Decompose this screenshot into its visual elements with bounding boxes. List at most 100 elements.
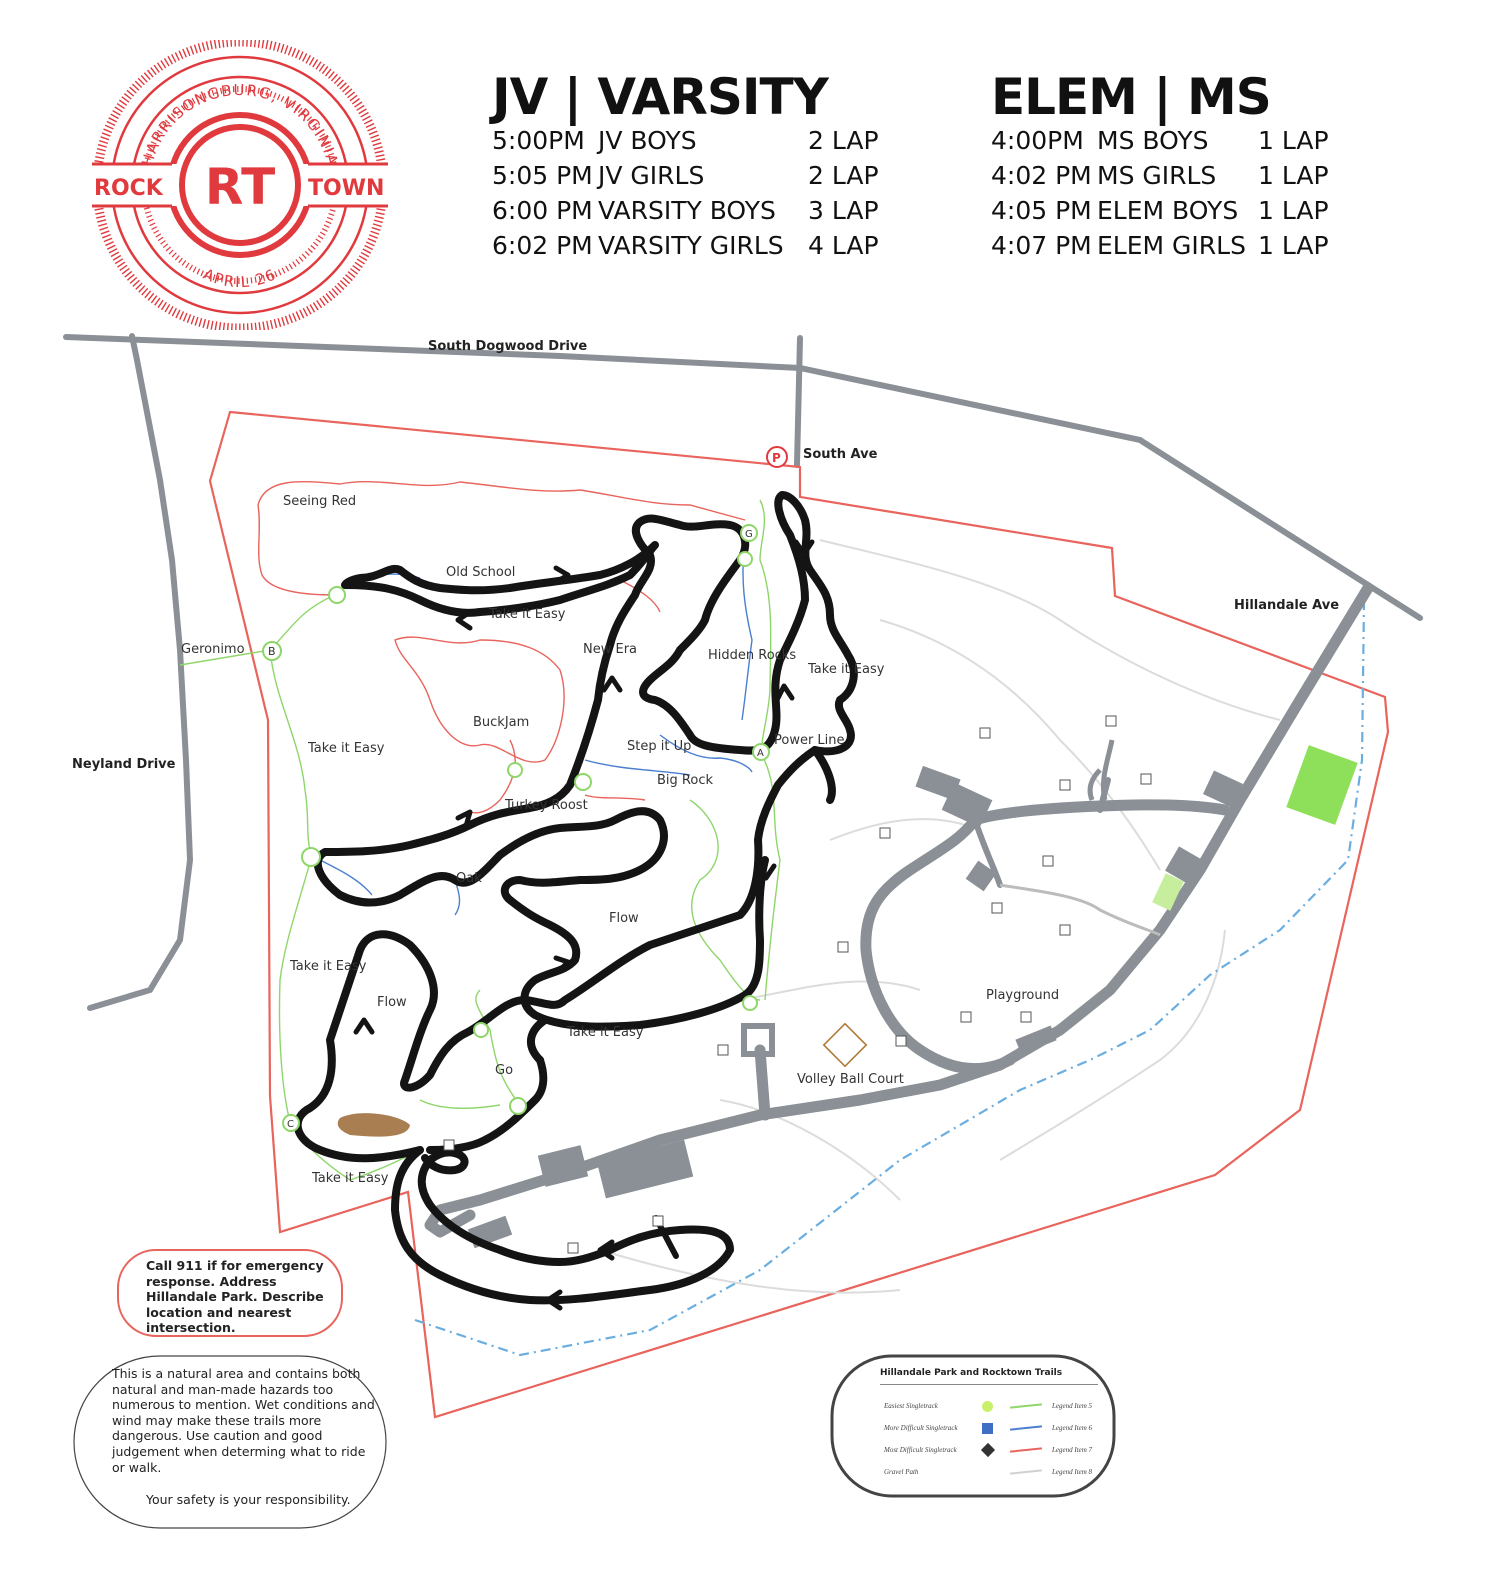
stream	[414, 599, 1366, 1357]
marker-g: G	[745, 529, 753, 540]
legend-label: More Difficult Singletrack	[884, 1424, 958, 1432]
row-group: VARSITY BOYS	[598, 196, 776, 225]
legend-row: Easiest Singletrack Legend Item 5	[884, 1400, 1114, 1414]
label-take-it-easy-right: Take it Easy	[807, 662, 885, 677]
label-take-it-easy-top: Take it Easy	[488, 607, 566, 622]
marker-b: B	[268, 645, 276, 658]
row-time: 4:05 PM	[991, 196, 1092, 225]
legend-line-label: Legend Item 5	[1052, 1402, 1093, 1410]
green-line-icon	[1009, 1403, 1043, 1409]
label-turkey-roost: Turkey Roost	[504, 798, 588, 813]
race-course	[293, 491, 858, 1305]
roads	[63, 333, 1423, 1011]
schedule-elem-ms-title: ELEM | MS	[991, 68, 1272, 126]
square-icon	[982, 1423, 993, 1434]
marker-letters: B G A C	[268, 529, 764, 1130]
label-hidden-rocks: Hidden Rocks	[708, 648, 796, 663]
label-take-it-easy-left: Take it Easy	[307, 741, 385, 756]
logo-left-word: ROCK	[94, 176, 164, 201]
row-group: VARSITY GIRLS	[598, 231, 784, 260]
row-group: JV BOYS	[598, 126, 697, 155]
diamond-icon	[980, 1442, 996, 1458]
label-flow-mid: Flow	[609, 911, 639, 926]
start-area	[337, 1113, 410, 1137]
row-time: 4:00PM	[991, 126, 1084, 155]
blue-line-icon	[1009, 1425, 1043, 1431]
legend-label: Gravel Path	[884, 1468, 919, 1476]
logo-arc-bottom: APRIL 26	[201, 265, 280, 291]
label-old-school: Old School	[446, 565, 515, 580]
label-south-ave: South Ave	[803, 447, 878, 462]
ball-field	[1286, 745, 1358, 825]
row-group: ELEM GIRLS	[1097, 231, 1246, 260]
restroom-square	[741, 1023, 775, 1057]
park-boundary	[208, 410, 1390, 1419]
gravel-paths	[599, 539, 1281, 1294]
emergency-box	[117, 1249, 343, 1337]
row-group: MS BOYS	[1097, 126, 1209, 155]
volley-ball-court-shape	[822, 1022, 868, 1068]
row-time: 6:00 PM	[492, 196, 593, 225]
legend-title: Hillandale Park and Rocktown Trails	[880, 1368, 1063, 1378]
gravel-connector-2	[1087, 739, 1115, 801]
legend-box	[830, 1354, 1116, 1498]
row-group: ELEM BOYS	[1097, 196, 1239, 225]
label-south-dogwood: South Dogwood Drive	[428, 339, 587, 354]
legend-line-label: Legend Item 6	[1052, 1424, 1093, 1432]
label-volley-ball: Volley Ball Court	[797, 1072, 904, 1087]
row-laps: 1 LAP	[1258, 126, 1329, 155]
most-difficult-trails	[257, 481, 746, 814]
label-oak: Oak	[456, 871, 482, 886]
row-laps: 2 LAP	[808, 126, 879, 155]
legend-row: Gravel Path Legend Item 8	[884, 1466, 1114, 1480]
label-playground: Playground	[986, 988, 1059, 1003]
row-laps: 4 LAP	[808, 231, 879, 260]
label-go: Go	[495, 1063, 513, 1078]
legend-label: Easiest Singletrack	[884, 1402, 938, 1410]
legend-line-label: Legend Item 7	[1052, 1446, 1093, 1454]
schedule-jv-varsity-title: JV | VARSITY	[492, 68, 829, 126]
label-take-it-easy-low: Take it Easy	[311, 1171, 389, 1186]
easiest-trails	[179, 499, 781, 1181]
rocktown-logo: HARRISONGBURG, VIRGINIA APRIL 26 ROCK TO…	[90, 37, 390, 333]
legend-label: Most Difficult Singletrack	[884, 1446, 957, 1454]
row-time: 4:02 PM	[991, 161, 1092, 190]
row-laps: 2 LAP	[808, 161, 879, 190]
park-roads	[424, 582, 1374, 1238]
row-laps: 1 LAP	[1258, 196, 1329, 225]
legend: Hillandale Park and Rocktown Trails Easi…	[832, 1356, 1114, 1496]
legend-row: Most Difficult Singletrack Legend Item 7	[884, 1442, 1114, 1458]
row-laps: 1 LAP	[1258, 231, 1329, 260]
safety-note: This is a natural area and contains both…	[112, 1366, 375, 1475]
safety-footer: Your safety is your responsibility.	[146, 1492, 351, 1507]
easiest-circle-icon	[982, 1401, 993, 1412]
small-field	[1152, 873, 1184, 911]
trail-markers	[262, 524, 770, 1132]
row-time: 5:05 PM	[492, 161, 593, 190]
buildings	[467, 765, 1243, 1249]
label-step-it-up: Step it Up	[627, 739, 691, 754]
label-seeing-red: Seeing Red	[283, 494, 356, 509]
row-group: MS GIRLS	[1097, 161, 1217, 190]
row-time: 6:02 PM	[492, 231, 593, 260]
row-time: 5:00PM	[492, 126, 585, 155]
label-hillandale-ave: Hillandale Ave	[1234, 598, 1339, 613]
emergency-note: Call 911 if for emergency response. Addr…	[146, 1258, 324, 1335]
gray-line-icon	[1009, 1469, 1043, 1475]
shelter-icons	[443, 715, 1152, 1254]
gravel-connector	[999, 883, 1161, 937]
label-new-era: New Era	[583, 642, 637, 657]
legend-rule	[880, 1384, 1098, 1385]
label-power-line: Power Line	[774, 733, 845, 748]
marker-a: A	[757, 748, 764, 759]
red-line-icon	[1009, 1447, 1043, 1453]
safety-box	[73, 1355, 387, 1529]
label-take-it-easy-left2: Take it Easy	[289, 959, 367, 974]
row-laps: 1 LAP	[1258, 161, 1329, 190]
label-neyland: Neyland Drive	[72, 757, 176, 772]
parking-icon	[766, 446, 788, 468]
legend-line-label: Legend Item 8	[1052, 1468, 1093, 1476]
label-take-it-easy-bottom: Take it Easy	[566, 1025, 644, 1040]
logo-center: RT	[205, 158, 275, 216]
